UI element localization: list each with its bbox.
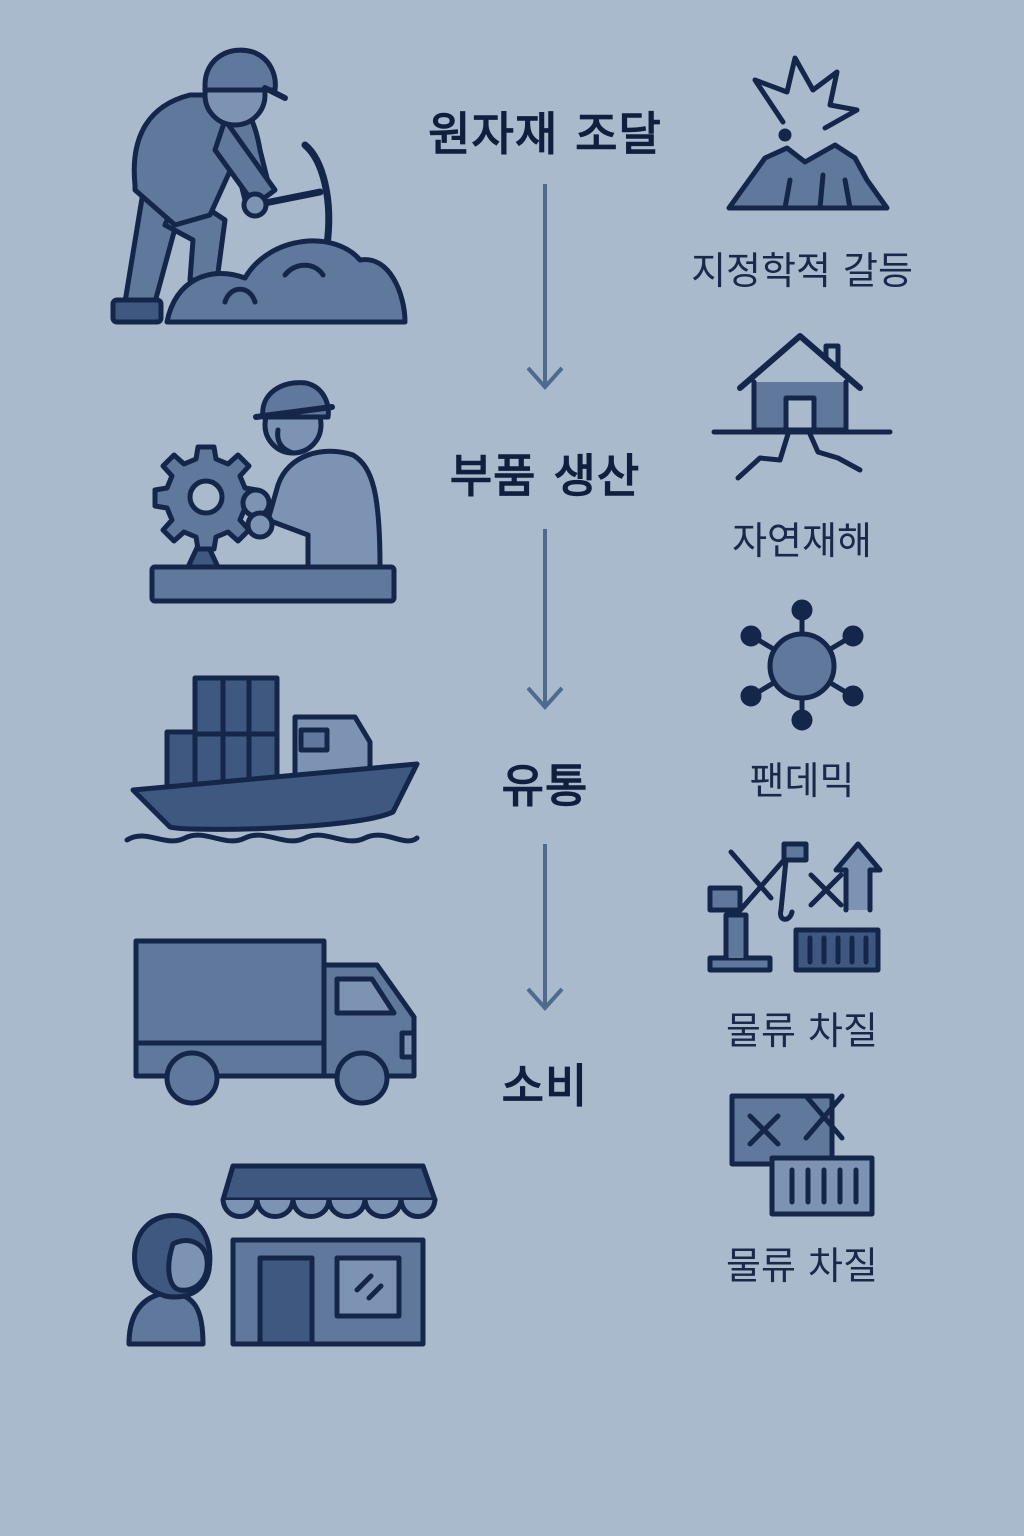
conflict-explosion-icon — [726, 55, 890, 211]
miner-icon — [110, 47, 408, 325]
risk-label-logistics-disruption-1: 물류 차질 — [726, 1009, 878, 1053]
stage-label-consumption: 소비 — [501, 1059, 589, 1113]
risk-label-geopolitical-conflict: 지정학적 갈등 — [691, 249, 913, 293]
stage-label-distribution: 유통 — [501, 759, 589, 813]
factory-worker-gear-icon — [149, 380, 397, 604]
stage-label-parts-production: 부품 생산 — [449, 449, 641, 503]
shopper-storefront-icon — [126, 1163, 438, 1347]
cargo-ship-icon — [124, 675, 420, 844]
risk-label-logistics-disruption-2: 물류 차질 — [726, 1244, 878, 1288]
earthquake-house-icon — [711, 333, 893, 481]
stage-label-raw-materials: 원자재 조달 — [428, 107, 662, 161]
flow-arrow-1 — [526, 184, 564, 390]
delivery-truck-icon — [133, 938, 417, 1106]
risk-label-natural-disaster: 자연재해 — [732, 519, 872, 563]
flow-arrow-3 — [526, 844, 564, 1011]
risk-label-pandemic: 팬데믹 — [749, 759, 855, 803]
port-crane-disruption-icon — [707, 841, 883, 973]
virus-icon — [740, 599, 864, 731]
blocked-container-icon — [729, 1093, 875, 1217]
flow-arrow-2 — [526, 529, 564, 710]
